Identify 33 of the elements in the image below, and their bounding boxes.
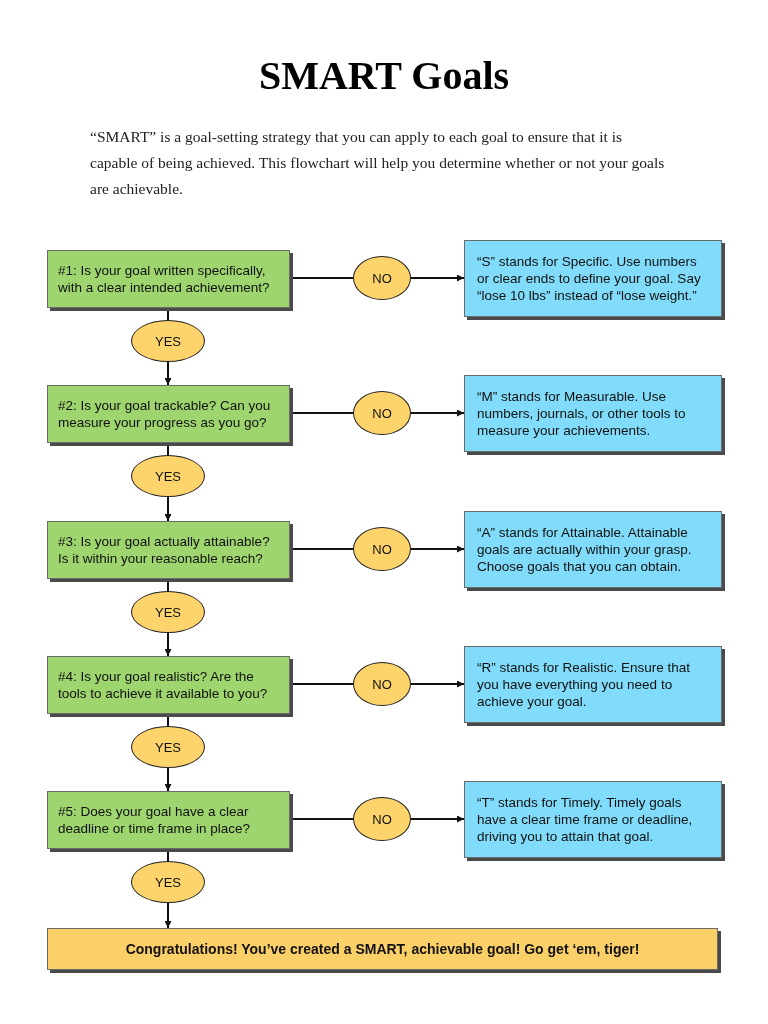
question-box: #2: Is your goal trackable? Can you measure your progress as you go? — [47, 385, 290, 443]
result-box: Congratulations! You’ve created a SMART, achievable goal! Go get ‘em, tiger! — [47, 928, 718, 970]
no-ellipse: NO — [353, 797, 411, 841]
arrow — [164, 767, 172, 792]
arrow — [410, 545, 465, 553]
question-box: #3: Is your goal actually attainable? Is it within your reasonable reach? — [47, 521, 290, 579]
answer-box: “T” stands for Timely. Timely goals have a clear time frame or deadline, driving you to attain that goal. — [464, 781, 722, 858]
yes-ellipse: YES — [131, 726, 205, 768]
no-ellipse: NO — [353, 256, 411, 300]
question-box: #1: Is your goal written specifically, with a clear intended achievement? — [47, 250, 290, 308]
arrow — [164, 632, 172, 657]
yes-ellipse: YES — [131, 591, 205, 633]
arrow — [164, 361, 172, 386]
yes-ellipse: YES — [131, 455, 205, 497]
answer-box: “R” stands for Realistic. Ensure that you have everything you need to achieve your goal. — [464, 646, 722, 723]
arrow — [410, 680, 465, 688]
yes-ellipse: YES — [131, 861, 205, 903]
question-box: #5: Does your goal have a clear deadline or time frame in place? — [47, 791, 290, 849]
arrow — [164, 496, 172, 522]
answer-box: “M” stands for Measurable. Use numbers, journals, or other tools to measure your achievements. — [464, 375, 722, 452]
no-ellipse: NO — [353, 391, 411, 435]
arrow — [410, 815, 465, 823]
arrow — [410, 274, 465, 282]
no-ellipse: NO — [353, 662, 411, 706]
intro-paragraph: “SMART” is a goal-setting strategy that you can apply to each goal to ensure that it is capable of being achieved. This flowchart will help you determine whether or not your goals are achievable. — [90, 127, 666, 199]
arrow — [164, 902, 172, 929]
no-ellipse: NO — [353, 527, 411, 571]
title: SMART Goals — [257, 52, 511, 99]
yes-ellipse: YES — [131, 320, 205, 362]
answer-box: “S” stands for Specific. Use numbers or clear ends to define your goal. Say “lose 10 lbs” instead of “lose weight.” — [464, 240, 722, 317]
answer-box: “A” stands for Attainable. Attainable goals are actually within your grasp. Choose goals that you can obtain. — [464, 511, 722, 588]
arrow — [410, 409, 465, 417]
question-box: #4: Is your goal realistic? Are the tools to achieve it available to you? — [47, 656, 290, 714]
